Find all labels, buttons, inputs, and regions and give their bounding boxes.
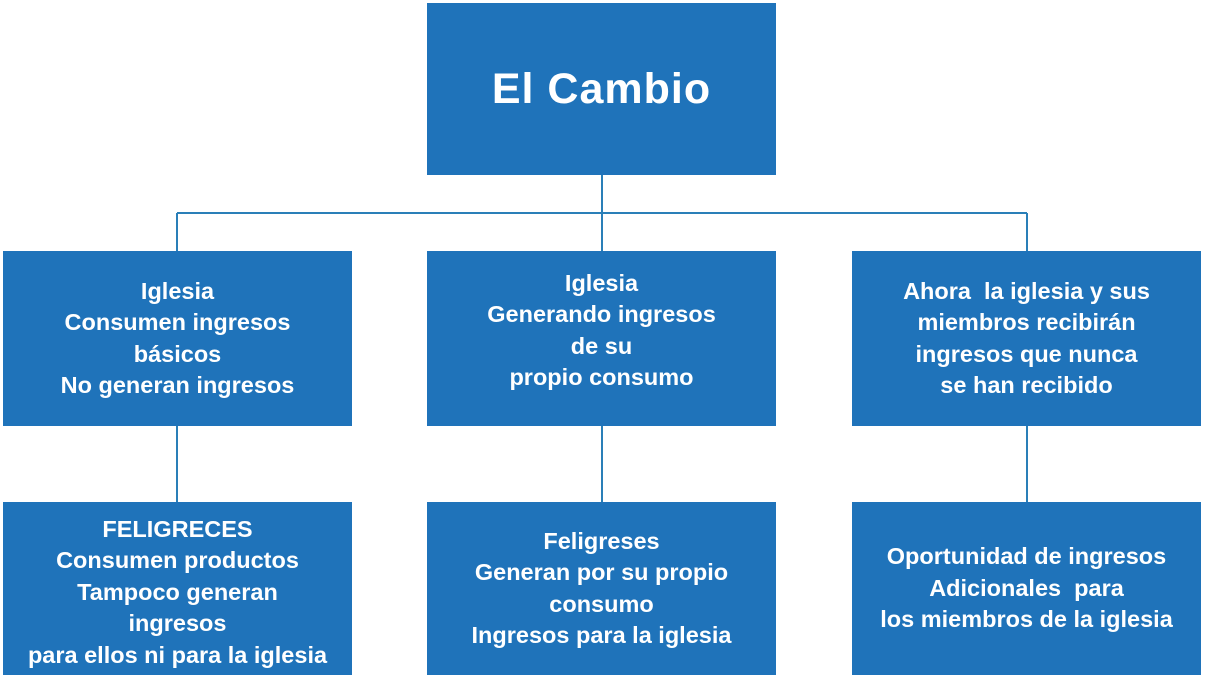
node-iglesia-generando: Iglesia Generando ingresos de su propio … bbox=[427, 251, 776, 426]
node-line: Generan por su propio bbox=[474, 559, 729, 585]
node-line: FELIGRECES bbox=[102, 515, 253, 542]
node-line: para ellos ni para la iglesia bbox=[27, 641, 328, 668]
node-line: Iglesia bbox=[564, 269, 639, 296]
node-line: Generando ingresos bbox=[487, 301, 716, 327]
node-feligreses-generan: Feligreses Generan por su propio consumo… bbox=[427, 502, 776, 675]
node-line: se han recibido bbox=[940, 372, 1113, 398]
node-line: propio consumo bbox=[509, 364, 694, 390]
node-line: ingresos que nunca bbox=[915, 340, 1138, 367]
node-line: Iglesia bbox=[140, 277, 215, 304]
node-line: Oportunidad de ingresos bbox=[886, 543, 1167, 570]
node-line: Tampoco generan bbox=[77, 578, 278, 605]
node-line: Consumen productos bbox=[56, 547, 299, 574]
root-node: El Cambio bbox=[427, 3, 776, 175]
node-ahora-iglesia: Ahora la iglesia y sus miembros recibirá… bbox=[852, 251, 1201, 426]
node-feligreces-consumen: FELIGRECES Consumen productos Tampoco ge… bbox=[3, 502, 352, 675]
node-line: Ahora la iglesia y sus bbox=[903, 277, 1150, 304]
node-line: ingresos bbox=[128, 610, 227, 637]
node-line: miembros recibirán bbox=[917, 309, 1136, 335]
node-line: Adicionales para bbox=[929, 574, 1124, 601]
node-line: consumo bbox=[549, 590, 654, 617]
node-line: los miembros de la iglesia bbox=[880, 606, 1173, 633]
node-line: Ingresos para la iglesia bbox=[471, 622, 732, 648]
node-line: Feligreses bbox=[543, 527, 660, 554]
node-line: Consumen ingresos bbox=[64, 309, 291, 335]
root-title: El Cambio bbox=[491, 64, 712, 113]
node-line: básicos bbox=[133, 340, 222, 367]
node-line: No generan ingresos bbox=[60, 372, 295, 398]
node-iglesia-consumen: Iglesia Consumen ingresos básicos No gen… bbox=[3, 251, 352, 426]
node-line: de su bbox=[570, 332, 633, 359]
node-oportunidad-ingresos: Oportunidad de ingresos Adicionales para… bbox=[852, 502, 1201, 675]
